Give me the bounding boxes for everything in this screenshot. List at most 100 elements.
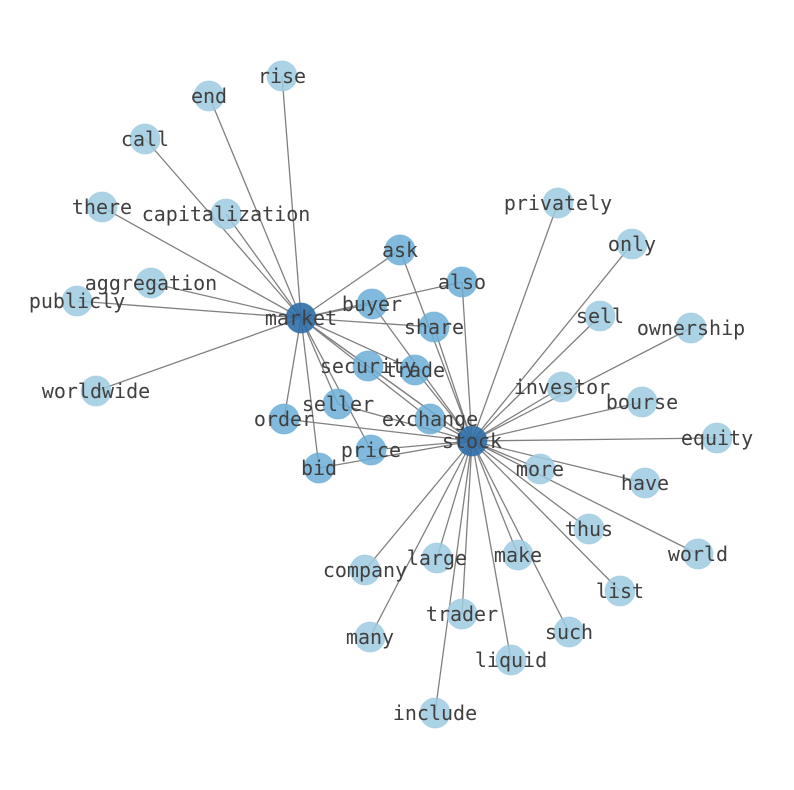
node-only: [616, 228, 648, 260]
node-end: [193, 80, 225, 112]
node-label-seller: seller: [302, 392, 374, 416]
node-there: [86, 191, 118, 223]
node-bourse: [626, 386, 658, 418]
edge-market-share: [300, 317, 435, 328]
edge-market-there: [101, 206, 302, 319]
node-worldwide: [80, 375, 112, 407]
edge-market-worldwide: [95, 317, 302, 392]
node-exchange: [414, 403, 446, 435]
edge-stock-world: [471, 440, 699, 555]
edge-stock-company: [364, 440, 473, 571]
edge-stock-include: [434, 440, 473, 714]
node-label-many: many: [346, 625, 394, 649]
node-capitalization: [210, 198, 242, 230]
node-label-ownership: ownership: [637, 316, 745, 340]
node-sell: [584, 300, 616, 332]
node-label-share: share: [404, 315, 464, 339]
edge-stock-equity: [471, 437, 718, 442]
node-liquid: [495, 644, 527, 676]
node-include: [419, 697, 451, 729]
node-label-buyer: buyer: [342, 292, 402, 316]
node-label-bid: bid: [301, 456, 337, 480]
edge-stock-list: [471, 440, 621, 592]
node-label-equity: equity: [681, 426, 753, 450]
edge-stock-also: [461, 281, 473, 442]
node-label-exchange: exchange: [382, 407, 478, 431]
node-price: [355, 434, 387, 466]
edge-market-order: [283, 317, 302, 420]
edge-market-end: [208, 95, 302, 319]
edge-market-publicly: [76, 300, 302, 319]
node-call: [129, 123, 161, 155]
edge-market-rise: [281, 75, 302, 319]
node-label-only: only: [608, 232, 656, 256]
node-label-list: list: [596, 579, 644, 603]
node-label-ask: ask: [382, 238, 418, 262]
node-more: [524, 453, 556, 485]
edge-market-seller: [300, 317, 339, 405]
node-label-bourse: bourse: [606, 390, 678, 414]
node-layer: [61, 60, 733, 729]
node-label-aggregation: aggregation: [85, 271, 217, 295]
node-buyer: [356, 288, 388, 320]
edge-market-aggregation: [150, 282, 302, 319]
edge-stock-price: [370, 440, 473, 451]
edge-stock-security: [367, 365, 473, 442]
node-also: [446, 266, 478, 298]
edge-stock-trader: [461, 440, 473, 615]
node-list: [604, 575, 636, 607]
node-trader: [446, 598, 478, 630]
edge-stock-make: [471, 440, 519, 556]
node-label-price: price: [341, 438, 401, 462]
node-label-publicly: publicly: [29, 289, 125, 313]
node-label-world: world: [668, 542, 728, 566]
node-label-such: such: [545, 620, 593, 644]
node-label-have: have: [621, 471, 669, 495]
edge-market-trade: [300, 317, 416, 371]
node-have: [629, 467, 661, 499]
edge-market-bid: [300, 317, 320, 469]
node-aggregation: [135, 267, 167, 299]
edge-stock-such: [471, 440, 570, 633]
node-label-sell: sell: [576, 304, 624, 328]
node-label-make: make: [494, 543, 542, 567]
node-rise: [266, 60, 298, 92]
node-label-thus: thus: [565, 517, 613, 541]
node-label-investor: investor: [514, 375, 610, 399]
node-label-include: include: [393, 701, 477, 725]
edge-stock-only: [471, 243, 633, 442]
edge-market-capitalization: [225, 213, 302, 319]
node-equity: [701, 422, 733, 454]
node-investor: [546, 371, 578, 403]
node-thus: [573, 513, 605, 545]
node-label-end: end: [191, 84, 227, 108]
node-label-market: market: [265, 306, 337, 330]
node-label-company: company: [323, 558, 407, 582]
node-label-call: call: [121, 127, 169, 151]
node-company: [349, 554, 381, 586]
node-label-security: security: [320, 354, 416, 378]
edge-stock-seller: [337, 403, 473, 442]
node-order: [268, 403, 300, 435]
edge-stock-privately: [471, 202, 559, 442]
node-label-order: order: [254, 407, 314, 431]
node-security: [352, 350, 384, 382]
node-bid: [303, 452, 335, 484]
edge-stock-have: [471, 440, 646, 484]
node-label-there: there: [72, 195, 132, 219]
node-label-stock: stock: [442, 429, 502, 453]
node-market: [285, 302, 317, 334]
edge-stock-large: [436, 440, 473, 559]
node-stock: [456, 425, 488, 457]
node-label-rise: rise: [258, 64, 306, 88]
node-many: [354, 621, 386, 653]
node-publicly: [61, 285, 93, 317]
edge-stock-sell: [471, 315, 601, 442]
node-ask: [384, 234, 416, 266]
edge-stock-thus: [471, 440, 590, 530]
node-seller: [322, 388, 354, 420]
node-such: [553, 616, 585, 648]
node-privately: [542, 187, 574, 219]
edge-stock-share: [433, 326, 473, 442]
